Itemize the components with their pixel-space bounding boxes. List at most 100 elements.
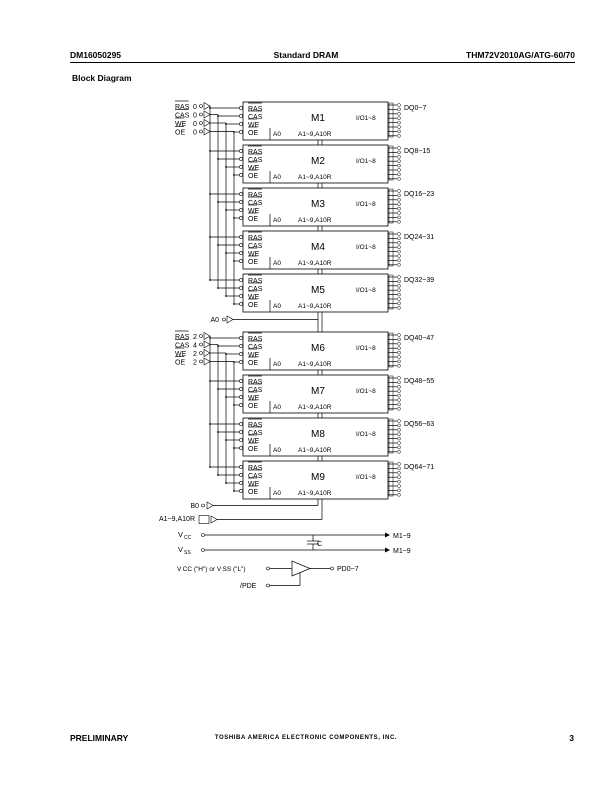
bus-junction bbox=[225, 353, 227, 355]
dq-terminal bbox=[397, 342, 401, 346]
page-number: 3 bbox=[569, 733, 574, 743]
dq-terminal bbox=[397, 423, 401, 428]
inversion-bubble bbox=[239, 481, 243, 485]
module-io-label: I/O1~8 bbox=[356, 287, 376, 294]
dq-terminal bbox=[397, 376, 401, 380]
bus-junction bbox=[233, 490, 235, 492]
bus-junction bbox=[225, 482, 227, 484]
dq-terminal bbox=[397, 337, 401, 342]
control-signal-label: CAS bbox=[175, 343, 190, 350]
bus-junction bbox=[217, 431, 219, 433]
control-signal-label: WE bbox=[175, 121, 187, 128]
bus-junction bbox=[225, 295, 227, 297]
inversion-bubble bbox=[239, 157, 243, 161]
module-pin-label: OE bbox=[248, 259, 258, 266]
dq-terminal bbox=[397, 350, 401, 355]
dq-terminal bbox=[397, 488, 401, 493]
dq-terminal bbox=[397, 236, 401, 241]
dq-terminal bbox=[397, 432, 401, 436]
module-box bbox=[242, 374, 389, 414]
module-pin-label: CAS bbox=[248, 387, 263, 394]
module-box bbox=[242, 331, 389, 371]
dq-terminal bbox=[397, 112, 401, 116]
bus-junction bbox=[233, 361, 235, 363]
module-pin-label: OE bbox=[248, 446, 258, 453]
dq-label: DQ40~47 bbox=[404, 335, 434, 342]
inversion-bubble bbox=[239, 336, 243, 340]
bus-junction bbox=[217, 158, 219, 160]
module-a0-label: A0 bbox=[273, 361, 281, 368]
dq-terminal bbox=[397, 441, 401, 445]
address-input-label: A1~9,A10R bbox=[159, 516, 195, 523]
bus-junction bbox=[225, 123, 227, 125]
vcc-terminal bbox=[201, 533, 205, 537]
dq-terminal bbox=[397, 116, 401, 120]
dq-terminal bbox=[397, 150, 401, 155]
dq-bracket bbox=[388, 418, 394, 454]
module-name: M2 bbox=[311, 156, 325, 167]
dq-label: DQ24~31 bbox=[404, 234, 434, 241]
bus-junction bbox=[225, 396, 227, 398]
dq-terminal bbox=[397, 333, 401, 337]
dq-terminal bbox=[397, 380, 401, 385]
vss-subscript: SS bbox=[184, 550, 191, 556]
dq-terminal bbox=[397, 288, 401, 292]
dq-terminal bbox=[397, 398, 401, 402]
control-signal-pin: 2 bbox=[193, 360, 197, 367]
control-signal-label: CAS bbox=[175, 113, 190, 120]
inversion-bubble bbox=[239, 149, 243, 153]
module-m2 bbox=[242, 144, 389, 184]
module-a0-label: A0 bbox=[273, 217, 281, 224]
signal-terminal bbox=[199, 112, 203, 117]
module-m8 bbox=[242, 417, 389, 457]
dq-terminal bbox=[397, 462, 401, 466]
inversion-bubble bbox=[239, 286, 243, 290]
bus-junction bbox=[209, 150, 211, 152]
bus-junction bbox=[209, 466, 211, 468]
module-pin-label: CAS bbox=[248, 286, 263, 293]
pde-input-label: /PDE bbox=[240, 583, 257, 590]
a0-buffer bbox=[226, 315, 234, 324]
dq-label: DQ56~63 bbox=[404, 421, 434, 428]
header-doc-id: DM16050295 bbox=[70, 50, 122, 60]
bus-junction bbox=[233, 131, 235, 133]
module-io-label: I/O1~8 bbox=[356, 345, 376, 352]
bus-junction bbox=[209, 337, 211, 339]
module-address-label: A1~9,A10R bbox=[298, 217, 332, 224]
dq-terminal bbox=[397, 263, 401, 267]
module-name: M5 bbox=[311, 285, 325, 296]
signal-group-2-buffer bbox=[203, 357, 211, 366]
dq-terminal bbox=[397, 292, 401, 297]
module-pin-label: WE bbox=[248, 251, 260, 258]
module-m4 bbox=[242, 230, 389, 270]
bus-junction bbox=[225, 252, 227, 254]
inversion-bubble bbox=[239, 360, 243, 364]
inversion-bubble bbox=[239, 379, 243, 383]
module-m7 bbox=[242, 374, 389, 414]
bus-junction bbox=[209, 423, 211, 425]
control-signal-pin: 4 bbox=[193, 343, 197, 350]
module-io-label: I/O1~8 bbox=[356, 244, 376, 251]
vss-arrow bbox=[385, 547, 390, 553]
inversion-bubble bbox=[239, 243, 243, 247]
module-pin-label: WE bbox=[248, 208, 260, 215]
dq-terminal bbox=[397, 355, 401, 359]
dq-bracket bbox=[388, 375, 394, 411]
module-pin-label: WE bbox=[248, 165, 260, 172]
dq-terminal bbox=[397, 245, 401, 249]
bus-junction bbox=[225, 439, 227, 441]
inversion-bubble bbox=[239, 473, 243, 477]
dq-terminal bbox=[397, 146, 401, 150]
dq-terminal bbox=[397, 125, 401, 129]
module-pin-label: CAS bbox=[248, 157, 263, 164]
signal-group-2-buffer bbox=[203, 331, 211, 341]
b0-input-label: B0 bbox=[190, 503, 199, 510]
dq-terminal bbox=[397, 249, 401, 254]
pde-input-terminal bbox=[266, 583, 270, 588]
bus-junction bbox=[225, 209, 227, 211]
dq-terminal bbox=[397, 428, 401, 432]
inversion-bubble bbox=[239, 106, 243, 110]
dq-terminal bbox=[397, 284, 401, 288]
module-pin-label: CAS bbox=[248, 473, 263, 480]
module-io-label: I/O1~8 bbox=[356, 158, 376, 165]
